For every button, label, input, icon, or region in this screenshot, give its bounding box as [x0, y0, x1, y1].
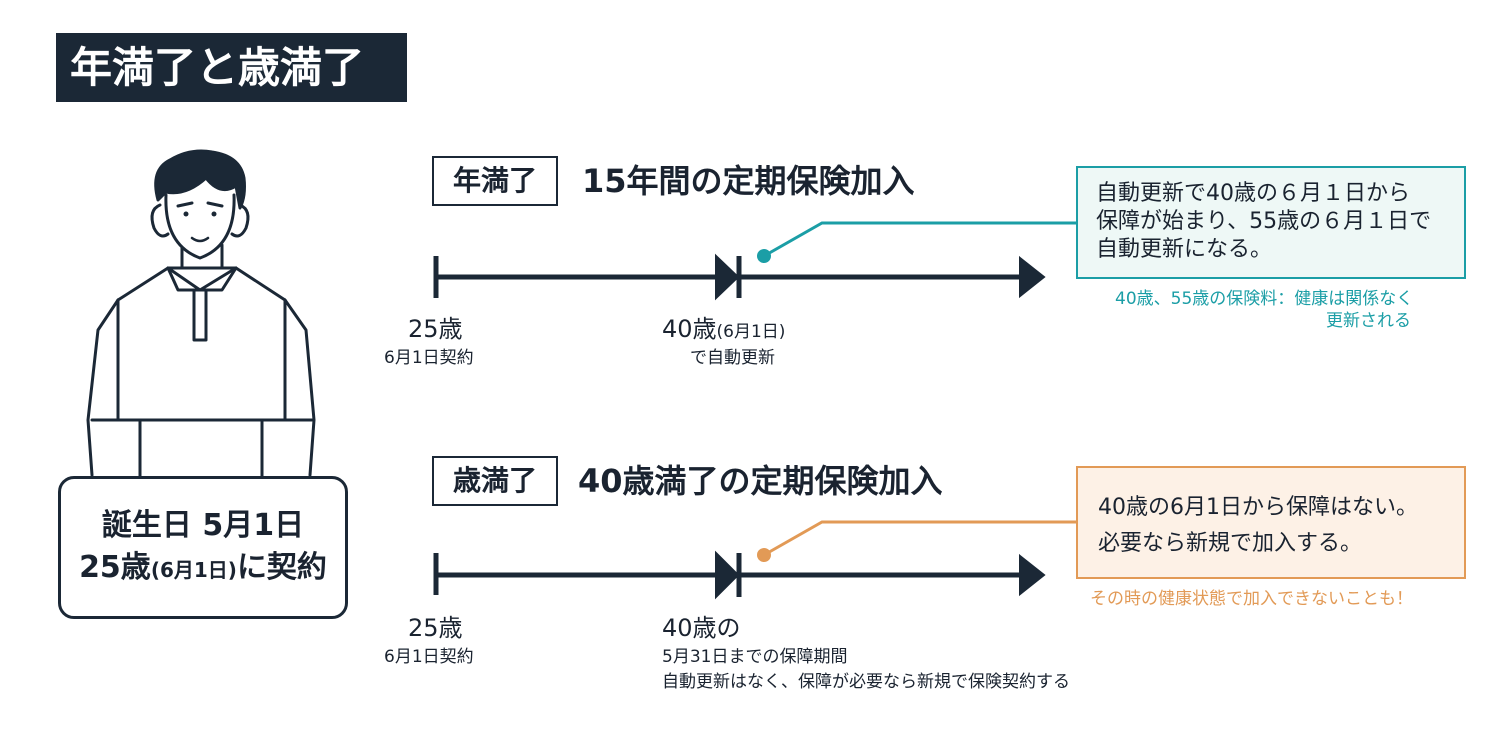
mid-note-label-2: 自動更新はなく、保障が必要なら新規で保険契約する	[662, 672, 1070, 692]
callout-line: 保障が始まり、55歳の６月１日で	[1096, 209, 1432, 234]
tag-sai-manryo: 歳満了	[432, 456, 558, 506]
start-note-label: 6月1日契約	[384, 348, 474, 368]
marker-dot-icon	[757, 249, 771, 263]
arrow-right-icon	[1019, 255, 1046, 299]
callout-line: 40歳の6月1日から保障はない。	[1098, 495, 1418, 520]
premium-note: 40歳、55歳の保険料：健康は関係なく	[1115, 289, 1414, 309]
callout-line: 自動更新になる。	[1096, 237, 1273, 262]
start-age-label: 25歳	[408, 614, 463, 642]
page-title: 年満了と歳満了	[56, 33, 407, 102]
connector-teal	[757, 221, 1078, 263]
premium-note-cont: 更新される	[1326, 311, 1411, 331]
timeline-nen	[433, 253, 1046, 301]
contract-age: 25歳	[79, 549, 151, 585]
arrow-right-icon	[715, 550, 740, 600]
contract-date: (6月1日)	[150, 557, 237, 582]
marker-dot-icon	[757, 548, 771, 562]
mid-note-label: 5月31日までの保障期間	[662, 647, 848, 667]
person-illustration	[86, 149, 316, 478]
connector-orange	[757, 520, 1078, 562]
start-note-label: 6月1日契約	[384, 647, 474, 667]
start-age-label: 25歳	[408, 315, 463, 343]
mid-age: 40歳	[662, 315, 717, 343]
birth-info-box: 誕生日 5月1日 25歳(6月1日)に契約	[58, 476, 348, 619]
heading-sai-manryo: 40歳満了の定期保険加入	[578, 462, 943, 500]
contract-text: 25歳(6月1日)に契約	[79, 547, 327, 591]
contract-tail: に契約	[236, 549, 327, 585]
mid-age-label: 40歳(6月1日)	[662, 315, 785, 346]
callout-line: 自動更新で40歳の６月１日から	[1096, 181, 1410, 206]
health-warning-note: その時の健康状態で加入できないことも！	[1090, 589, 1413, 609]
arrow-right-icon	[1019, 553, 1046, 597]
timeline-sai	[433, 550, 1046, 600]
arrow-right-icon	[715, 253, 740, 301]
birthday-text: 誕生日 5月1日	[101, 507, 305, 543]
tag-nen-manryo: 年満了	[432, 156, 558, 206]
callout-nen-manryo: 自動更新で40歳の６月１日から 保障が始まり、55歳の６月１日で 自動更新になる…	[1076, 166, 1466, 279]
mid-note-label: で自動更新	[690, 348, 775, 368]
callout-sai-manryo: 40歳の6月1日から保障はない。 必要なら新規で加入する。	[1076, 466, 1466, 579]
mid-age-label: 40歳の	[662, 614, 741, 642]
heading-nen-manryo: 15年間の定期保険加入	[582, 162, 915, 200]
callout-line: 必要なら新規で加入する。	[1098, 531, 1363, 556]
mid-age-paren: (6月1日)	[716, 322, 786, 342]
